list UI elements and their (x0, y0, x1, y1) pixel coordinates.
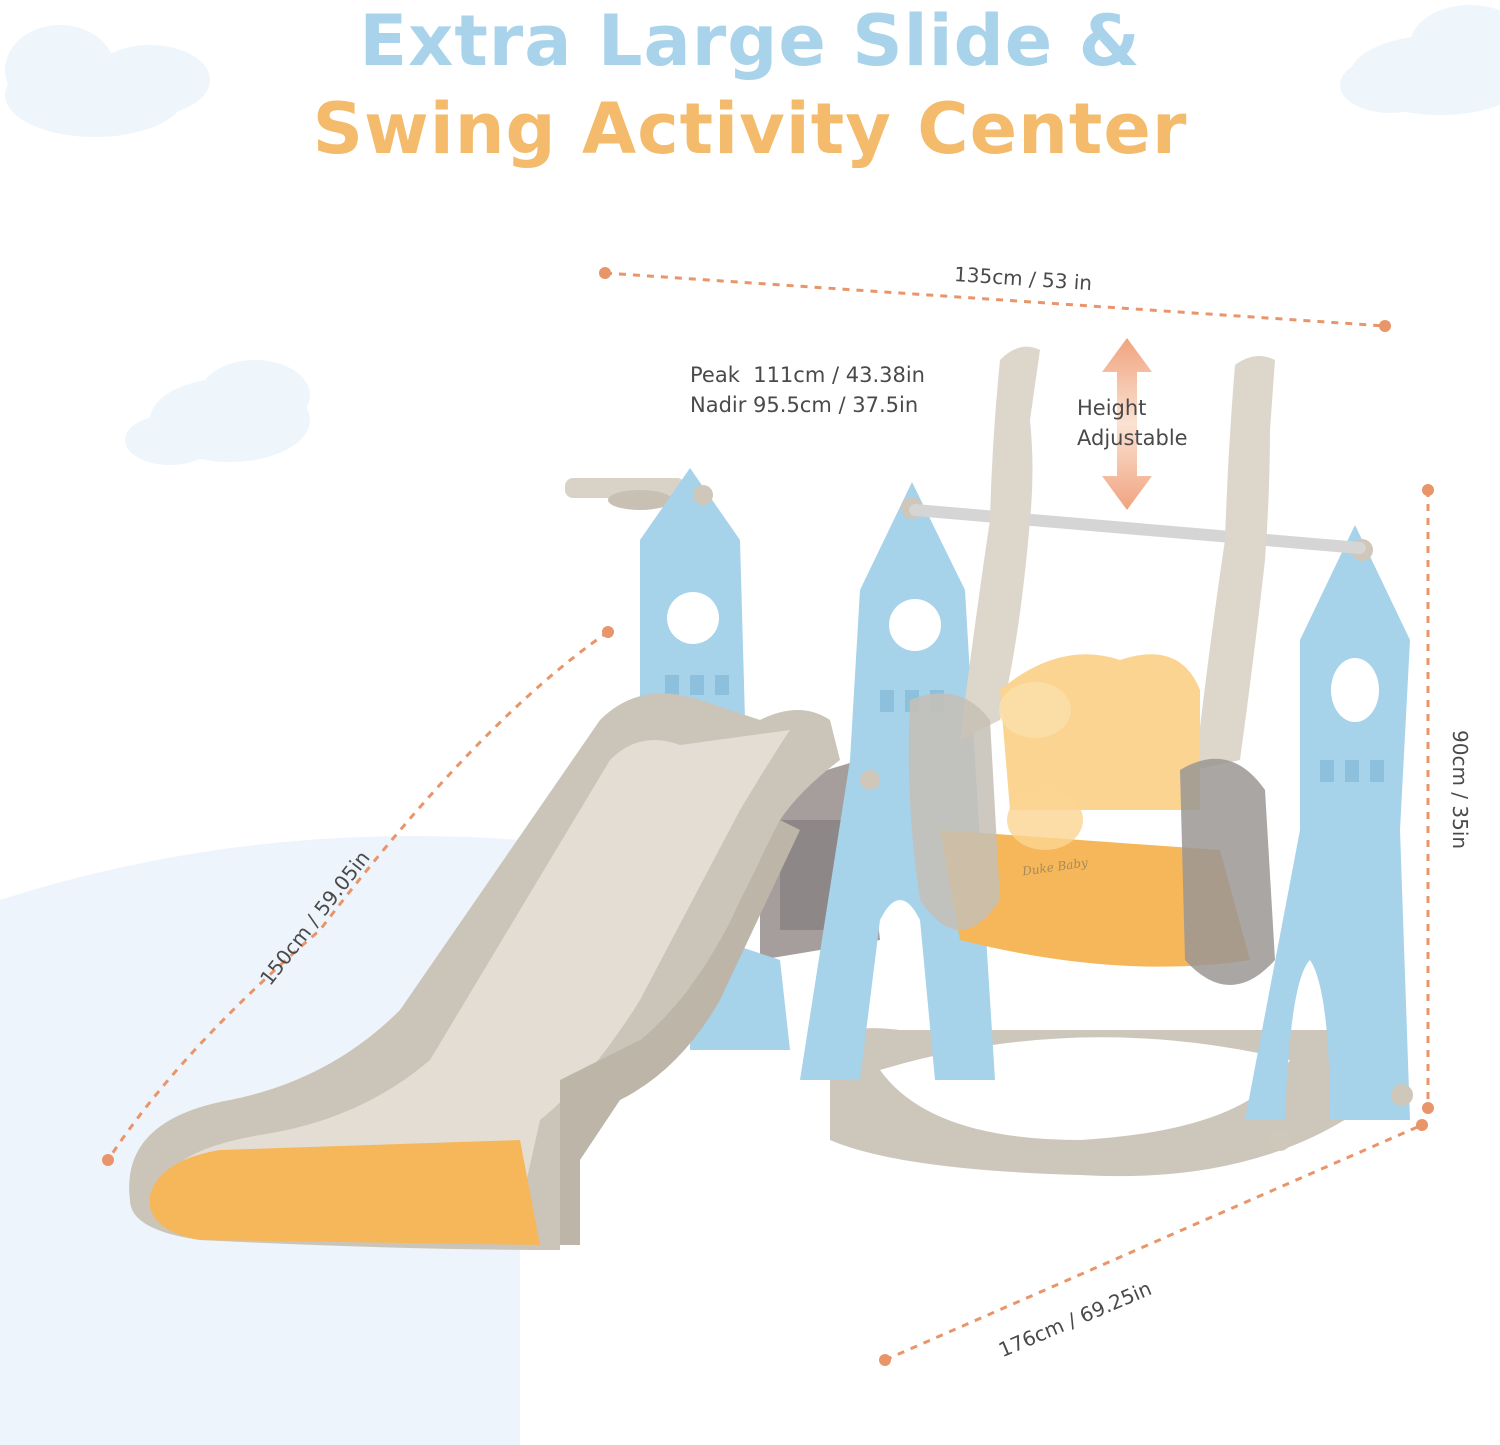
title-line-1: Extra Large Slide & (359, 0, 1141, 82)
title-line-2: Swing Activity Center (312, 88, 1188, 170)
height-adjustable-line-2: Adjustable (1077, 426, 1188, 450)
width-dimension-line (599, 267, 1391, 332)
left-tower (640, 468, 745, 720)
cloud-top-right (1340, 5, 1500, 115)
height-adjustable-line-1: Height (1077, 396, 1147, 420)
height-dimension-label: 90cm / 35in (1448, 730, 1472, 850)
cloud-top-left (5, 25, 210, 137)
swing-base (828, 1028, 1385, 1177)
peak-height-text: Peak 111cm / 43.38in (690, 363, 925, 387)
cloud-left (125, 360, 310, 465)
depth-dimension-line (879, 1119, 1428, 1366)
slide (129, 693, 840, 1250)
swing-seat (908, 654, 1275, 985)
swing-height-spec: Peak 111cm / 43.38in Nadir 95.5cm / 37.5… (690, 360, 925, 420)
swing-crossbar (909, 504, 1366, 554)
basketball-hoop (565, 478, 685, 510)
nadir-height-text: Nadir 95.5cm / 37.5in (690, 393, 919, 417)
up-down-arrow-icon (1102, 338, 1152, 510)
swing-arm-left (960, 346, 1040, 740)
slide-length-dimension-line (102, 626, 614, 1166)
height-dimension-line (1422, 484, 1434, 1114)
swing-arm-right (1195, 356, 1275, 770)
height-adjustable-label: Height Adjustable (1077, 393, 1188, 453)
right-tower (1245, 525, 1413, 1151)
